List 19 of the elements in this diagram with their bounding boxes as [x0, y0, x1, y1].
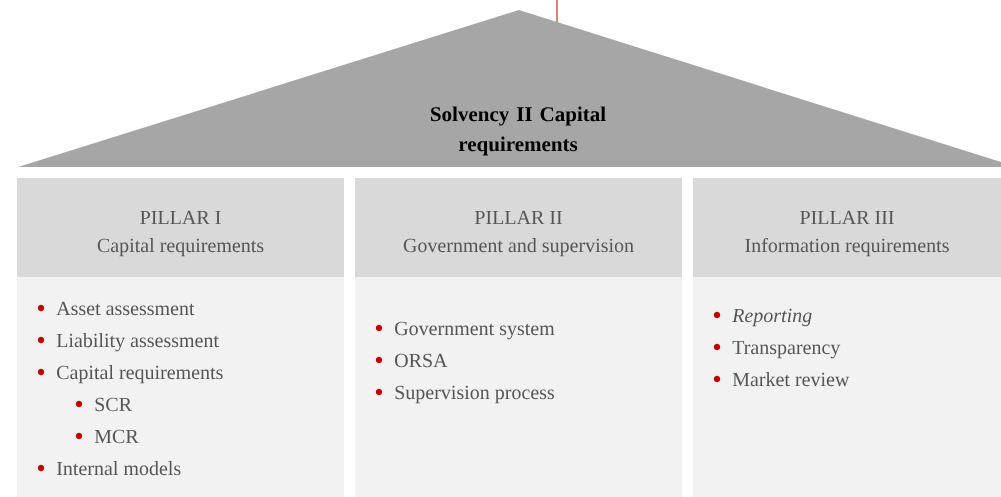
list-item: Government system [395, 321, 555, 340]
pillar-body [355, 277, 682, 497]
pillar-header: PILLAR II Government and supervision [355, 178, 682, 277]
list-item: Internal models [56, 461, 181, 476]
list-item: MCR [94, 429, 139, 444]
list-item: Capital requirements [57, 365, 223, 384]
roof-triangle: Solvency II Capital requirements [18, 10, 1001, 167]
list-item: Market review [732, 372, 850, 387]
pillar-header: PILLAR I Capital requirements [17, 178, 344, 277]
list-item: Transparency [732, 340, 841, 359]
list-item: Reporting [732, 308, 812, 327]
list-item: Supervision process [395, 385, 554, 404]
list-item: ORSA [395, 353, 448, 368]
list-item: Liability assessment [56, 333, 219, 352]
pillar-body [17, 277, 344, 497]
list-item: Asset assessment [56, 301, 195, 316]
list-item: SCR [95, 397, 132, 412]
pillar-body [693, 277, 1001, 497]
pillar-header: PILLAR III Information requirements [693, 178, 1001, 277]
